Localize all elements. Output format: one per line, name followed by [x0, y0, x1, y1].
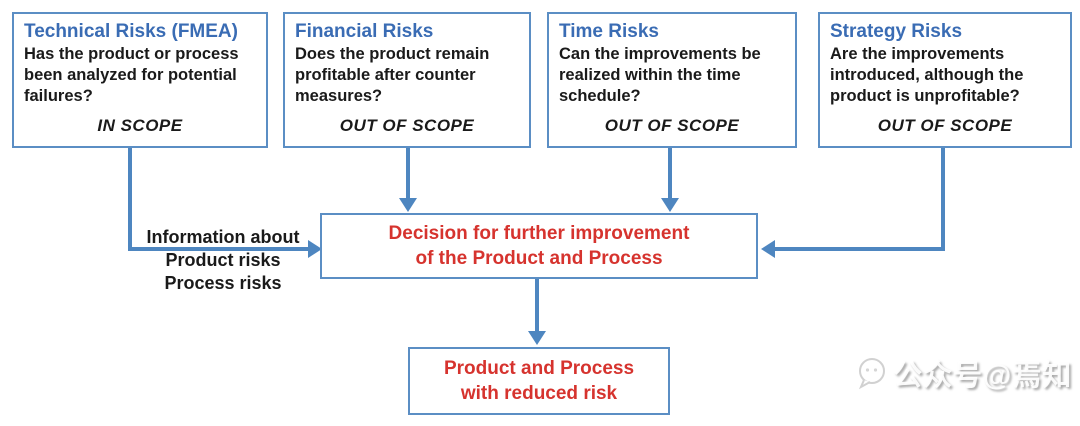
connector-time-vertical — [668, 148, 672, 199]
result-box: Product and Process with reduced risk — [408, 347, 670, 415]
technical-risks-title: Technical Risks (FMEA) — [24, 21, 238, 42]
technical-risks-scope: IN SCOPE — [97, 116, 183, 135]
information-label-line1: Information about — [146, 227, 300, 247]
financial-risks-question: Does the product remain profitable after… — [295, 45, 490, 105]
strategy-risks-box: Strategy Risks Are the improvements intr… — [818, 12, 1072, 148]
result-line2: with reduced risk — [460, 383, 618, 404]
strategy-risks-scope: OUT OF SCOPE — [877, 116, 1013, 135]
financial-risks-title: Financial Risks — [295, 21, 434, 42]
information-label-line3: Process risks — [164, 273, 282, 293]
financial-risks-box: Financial Risks Does the product remain … — [283, 12, 531, 148]
arrowhead-into-decision-left — [308, 240, 322, 258]
connector-technical-vertical — [128, 148, 132, 249]
financial-risks-scope: OUT OF SCOPE — [339, 116, 475, 135]
result-line1: Product and Process — [443, 358, 635, 379]
time-risks-box: Time Risks Can the improvements be reali… — [547, 12, 797, 148]
decision-box: Decision for further improvement of the … — [320, 213, 758, 279]
information-label: Information about Product risks Process … — [130, 226, 316, 295]
time-risks-question: Can the improvements be realized within … — [559, 45, 761, 105]
connector-financial-vertical — [406, 148, 410, 199]
arrowhead-time-down — [661, 198, 679, 212]
connector-strategy-vertical — [941, 148, 945, 249]
connector-technical-horizontal — [128, 247, 308, 251]
decision-line2: of the Product and Process — [415, 248, 663, 269]
arrowhead-result-down — [528, 331, 546, 345]
connector-decision-vertical — [535, 279, 539, 332]
technical-risks-box: Technical Risks (FMEA) Has the product o… — [12, 12, 268, 148]
watermark-text: 公众号@焉知 — [893, 360, 1073, 392]
arrowhead-financial-down — [399, 198, 417, 212]
decision-line1: Decision for further improvement — [388, 223, 690, 244]
speech-bubble-logo-icon — [858, 358, 885, 390]
time-risks-scope: OUT OF SCOPE — [604, 116, 740, 135]
strategy-risks-question: Are the improvements introduced, althoug… — [830, 45, 1024, 105]
watermark: 公众号@焉知 — [854, 352, 1072, 394]
time-risks-title: Time Risks — [559, 21, 659, 42]
arrowhead-into-decision-right — [761, 240, 775, 258]
strategy-risks-title: Strategy Risks — [830, 21, 963, 42]
technical-risks-question: Has the product or process been analyzed… — [24, 45, 239, 105]
connector-strategy-horizontal — [775, 247, 945, 251]
information-label-line2: Product risks — [165, 250, 281, 270]
